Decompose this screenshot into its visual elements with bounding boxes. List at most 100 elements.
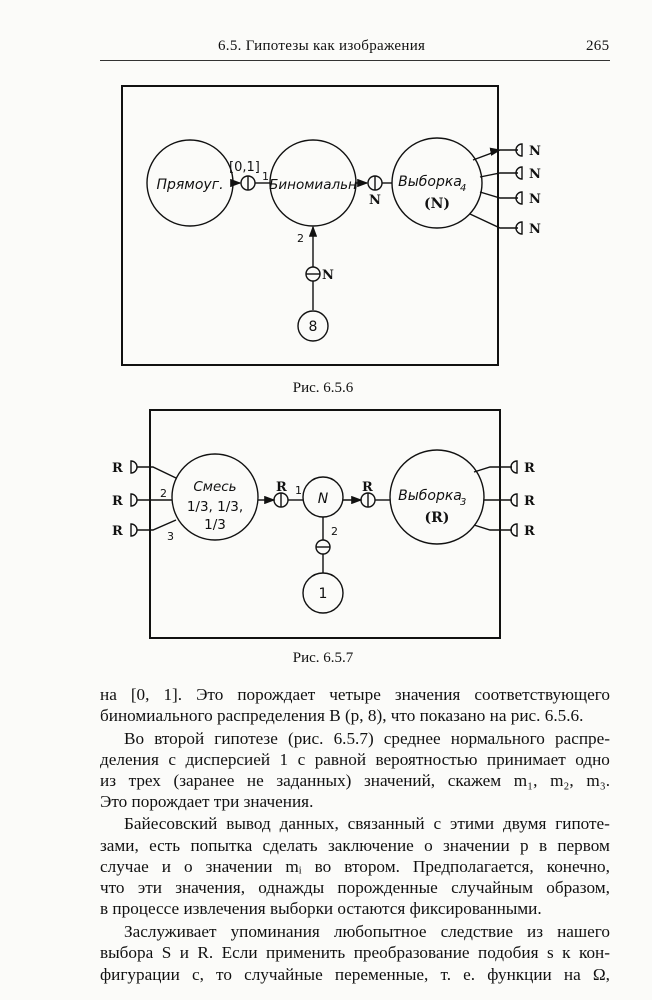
word: е. xyxy=(463,965,476,984)
node-weights: 1/3, 1/3, xyxy=(187,499,243,515)
word: Заслуживает xyxy=(124,922,217,941)
header-rule xyxy=(100,60,610,61)
output-type: R xyxy=(524,461,535,476)
word: из xyxy=(527,922,544,941)
word: принимает xyxy=(486,750,566,769)
node-label: 8 xyxy=(309,319,318,335)
word: p xyxy=(520,836,529,855)
word: s xyxy=(546,943,554,962)
figures: Прямоуг. Биномиальн Выборка 4 (N) 8 [0,1… xyxy=(112,85,541,666)
figure-6-5-6 xyxy=(121,85,523,366)
word: одно xyxy=(575,750,610,769)
word: четыре xyxy=(329,685,381,704)
word: что xyxy=(100,878,125,897)
word: на xyxy=(100,685,117,704)
node-label: Смесь xyxy=(193,479,236,495)
figure-6-5-7 xyxy=(130,409,518,639)
word: о xyxy=(183,857,193,876)
word: с xyxy=(297,750,306,769)
node-sample xyxy=(389,449,485,545)
running-header: 6.5. Гипотезы как изображения xyxy=(218,38,426,54)
word: (рис. xyxy=(287,729,324,748)
word: этими xyxy=(449,814,495,833)
word: скажем xyxy=(447,771,502,790)
word: 6.5.7) xyxy=(333,729,374,748)
node-label: Выборка xyxy=(398,488,462,504)
word: заданных) xyxy=(276,771,352,790)
port-number: 2 xyxy=(297,232,304,245)
input-terminal-icon xyxy=(130,460,138,537)
word: функции xyxy=(487,965,552,984)
word: и xyxy=(161,857,171,876)
node-mixture xyxy=(171,453,259,541)
text-line-content: Это порождает три значения. xyxy=(100,792,314,811)
output-type: R xyxy=(524,494,535,509)
node-weights: 1/3 xyxy=(204,517,226,533)
word: в xyxy=(538,836,548,855)
word: случайные xyxy=(244,965,323,984)
word: то xyxy=(216,965,232,984)
word: (заранее xyxy=(173,771,235,790)
type-label: R xyxy=(362,480,373,495)
node-constant xyxy=(302,572,344,614)
word: с xyxy=(433,814,442,833)
word: 1 xyxy=(279,750,289,769)
word: R. xyxy=(197,943,214,962)
node-label: Выборка xyxy=(398,174,462,190)
word: значении xyxy=(442,836,510,855)
input-type: R xyxy=(112,524,123,539)
node-label: 1 xyxy=(319,586,328,602)
word: значения xyxy=(394,685,461,704)
node-label: Прямоуг. xyxy=(156,177,223,193)
word: и xyxy=(179,943,189,962)
word: заключение xyxy=(327,836,414,855)
word: преобразование xyxy=(353,943,470,962)
word: попытка xyxy=(190,836,253,855)
word: связанный xyxy=(347,814,425,833)
word: c, xyxy=(191,965,204,984)
word: порождает xyxy=(237,685,316,704)
word: конечно, xyxy=(546,857,610,876)
word: вероятностью xyxy=(375,750,478,769)
page-number: 265 xyxy=(586,38,610,54)
word: переменные, xyxy=(334,965,429,984)
word: m₃. xyxy=(586,771,610,790)
text-line-content: биномиального распределения B (p, 8), чт… xyxy=(100,706,584,725)
figure-caption: Рис. 6.5.7 xyxy=(293,650,354,666)
type-label: R xyxy=(276,480,287,495)
text-line: Это порождает три значения. xyxy=(100,791,610,812)
text-line: в процессе извлечения выборки остаются ф… xyxy=(100,898,610,919)
text-line-content: в процессе извлечения выборки остаются ф… xyxy=(100,899,542,918)
output-type: R xyxy=(524,524,535,539)
word: Если xyxy=(221,943,258,962)
output-type: N xyxy=(529,167,541,182)
word: Это xyxy=(196,685,224,704)
word: гипоте- xyxy=(555,814,610,833)
word: значений, xyxy=(364,771,436,790)
text-line: биномиального распределения B (p, 8), чт… xyxy=(100,705,610,726)
node-type: (N) xyxy=(424,196,450,212)
word: Предполагается, xyxy=(412,857,534,876)
word: вывод xyxy=(226,814,271,833)
word: не xyxy=(246,771,264,790)
word: второй xyxy=(154,729,205,748)
word: случайным xyxy=(451,878,533,897)
word: к xyxy=(562,943,571,962)
word: [0, xyxy=(130,685,150,704)
word: равной xyxy=(314,750,367,769)
word: трех xyxy=(128,771,161,790)
figure-frame xyxy=(149,409,501,639)
word: подобия xyxy=(478,943,539,962)
word: распре- xyxy=(554,729,610,748)
word: соответствующего xyxy=(474,685,610,704)
word: во xyxy=(314,857,332,876)
word: кон- xyxy=(578,943,610,962)
